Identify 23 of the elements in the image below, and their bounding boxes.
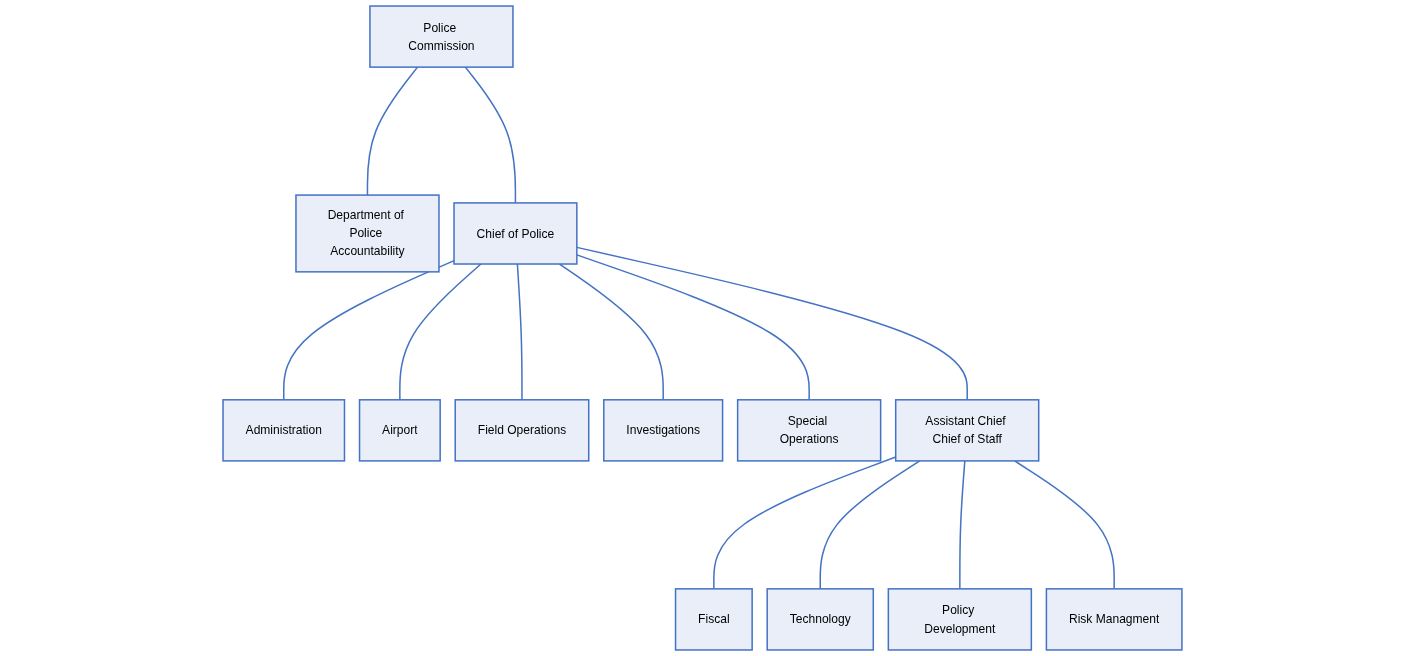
node-box: Field Operations: [454, 399, 589, 462]
node-box: Police Commission: [368, 5, 514, 68]
connector: [398, 263, 482, 401]
node-box: Assistant Chief Chief of Staff: [894, 399, 1039, 462]
connector: [464, 66, 516, 204]
connector: [558, 263, 664, 401]
connector: [516, 263, 523, 401]
node-box: Special Operations: [736, 399, 881, 462]
connector: [712, 456, 896, 590]
connector: [958, 460, 966, 590]
node-box: Chief of Police: [452, 202, 578, 265]
connector: [366, 66, 418, 196]
node-box: Technology: [765, 588, 874, 651]
node-box: Risk Managment: [1045, 588, 1183, 651]
node-box: Policy Development: [887, 588, 1032, 651]
node-box: Fiscal: [674, 588, 753, 651]
node-box: Airport: [358, 399, 441, 462]
node-box: Investigations: [602, 399, 723, 462]
node-box: Department of Police Accountability: [294, 194, 440, 273]
node-box: Administration: [221, 399, 345, 462]
connector: [1013, 460, 1115, 590]
connector: [819, 460, 920, 590]
connector: [282, 259, 455, 401]
